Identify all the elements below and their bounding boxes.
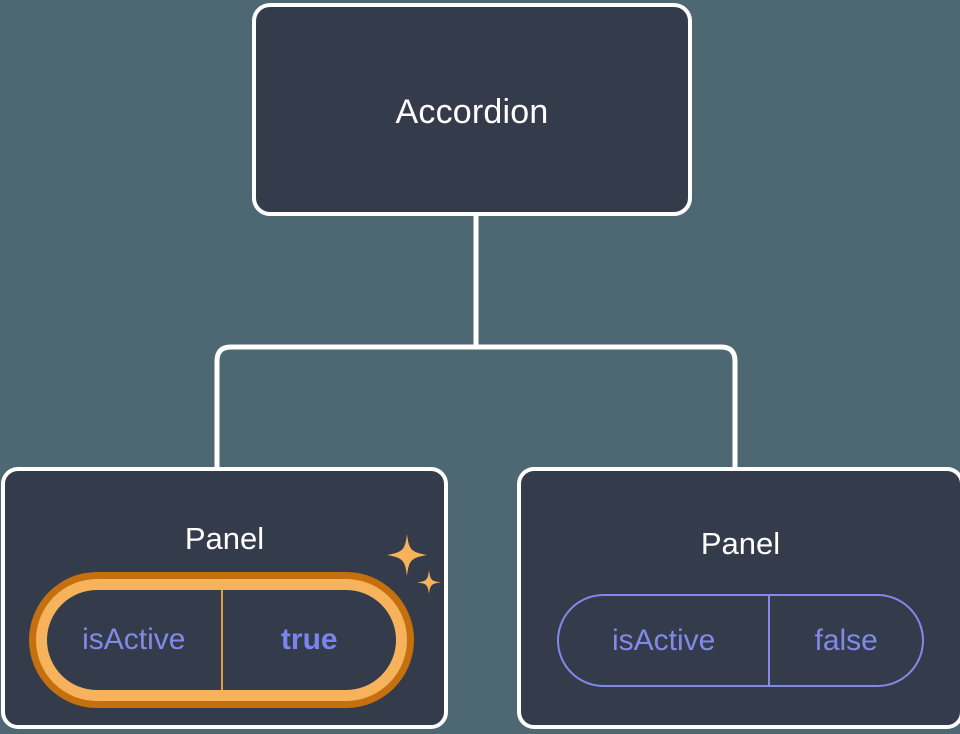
prop-key: isActive: [559, 596, 771, 685]
prop-pill-isactive-false[interactable]: isActive false: [557, 594, 924, 687]
prop-pill-isactive-true[interactable]: isActive true: [36, 579, 407, 701]
node-panel-active-label: Panel: [184, 521, 265, 556]
node-accordion[interactable]: Accordion: [252, 3, 692, 216]
prop-key: isActive: [47, 590, 223, 690]
prop-value: false: [814, 623, 878, 657]
sparkle-icon-group: [387, 534, 441, 594]
node-panel-inactive-label: Panel: [700, 526, 781, 561]
sparkle-icon: [417, 570, 441, 594]
connector-child-bus: [214, 344, 738, 470]
node-accordion-label: Accordion: [395, 93, 549, 131]
sparkle-icon: [387, 534, 427, 576]
prop-value: true: [280, 623, 338, 656]
